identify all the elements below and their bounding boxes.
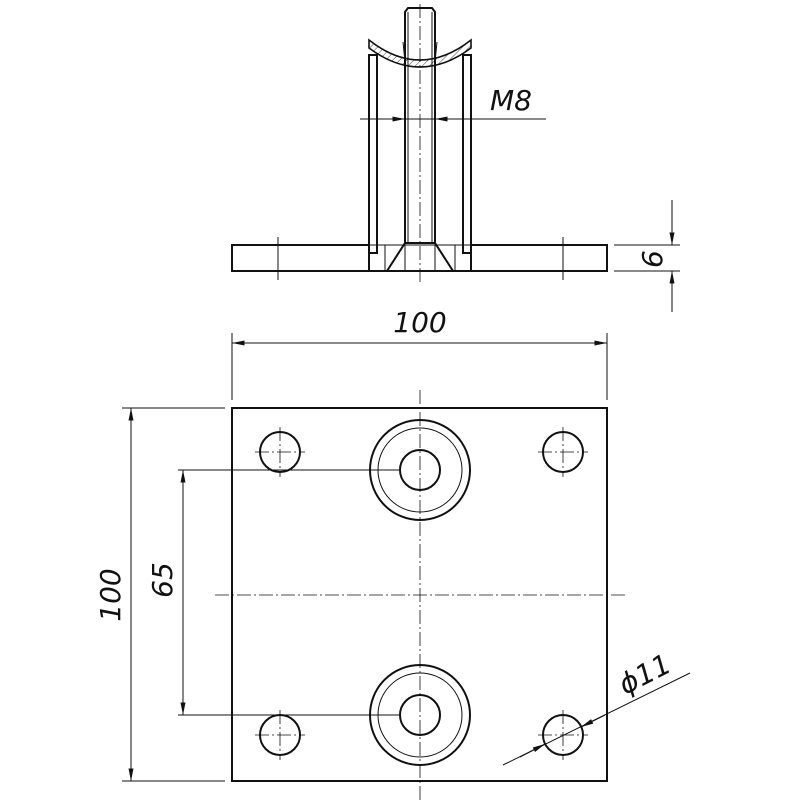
plate-thickness-label: 6 [636, 250, 669, 268]
tube-wall-left [368, 54, 378, 254]
mounting-holes [255, 427, 588, 760]
hole-diameter-label: ϕ11 [613, 647, 676, 701]
hole-spacing-label: 65 [146, 562, 179, 598]
base-plate-outline [231, 407, 608, 782]
plan-view: 100 100 65 ϕ11 [94, 306, 691, 800]
base-plate-section-right [470, 244, 608, 272]
plate-width-label: 100 [393, 306, 446, 339]
tube-wall-right [462, 54, 472, 254]
section-view: M8 6 [231, 4, 680, 312]
thread-size-label: M8 [490, 84, 532, 117]
plate-height-label: 100 [94, 568, 127, 621]
base-plate-section-left [231, 244, 370, 272]
bolt-head [385, 242, 455, 272]
cup-top [368, 38, 472, 68]
